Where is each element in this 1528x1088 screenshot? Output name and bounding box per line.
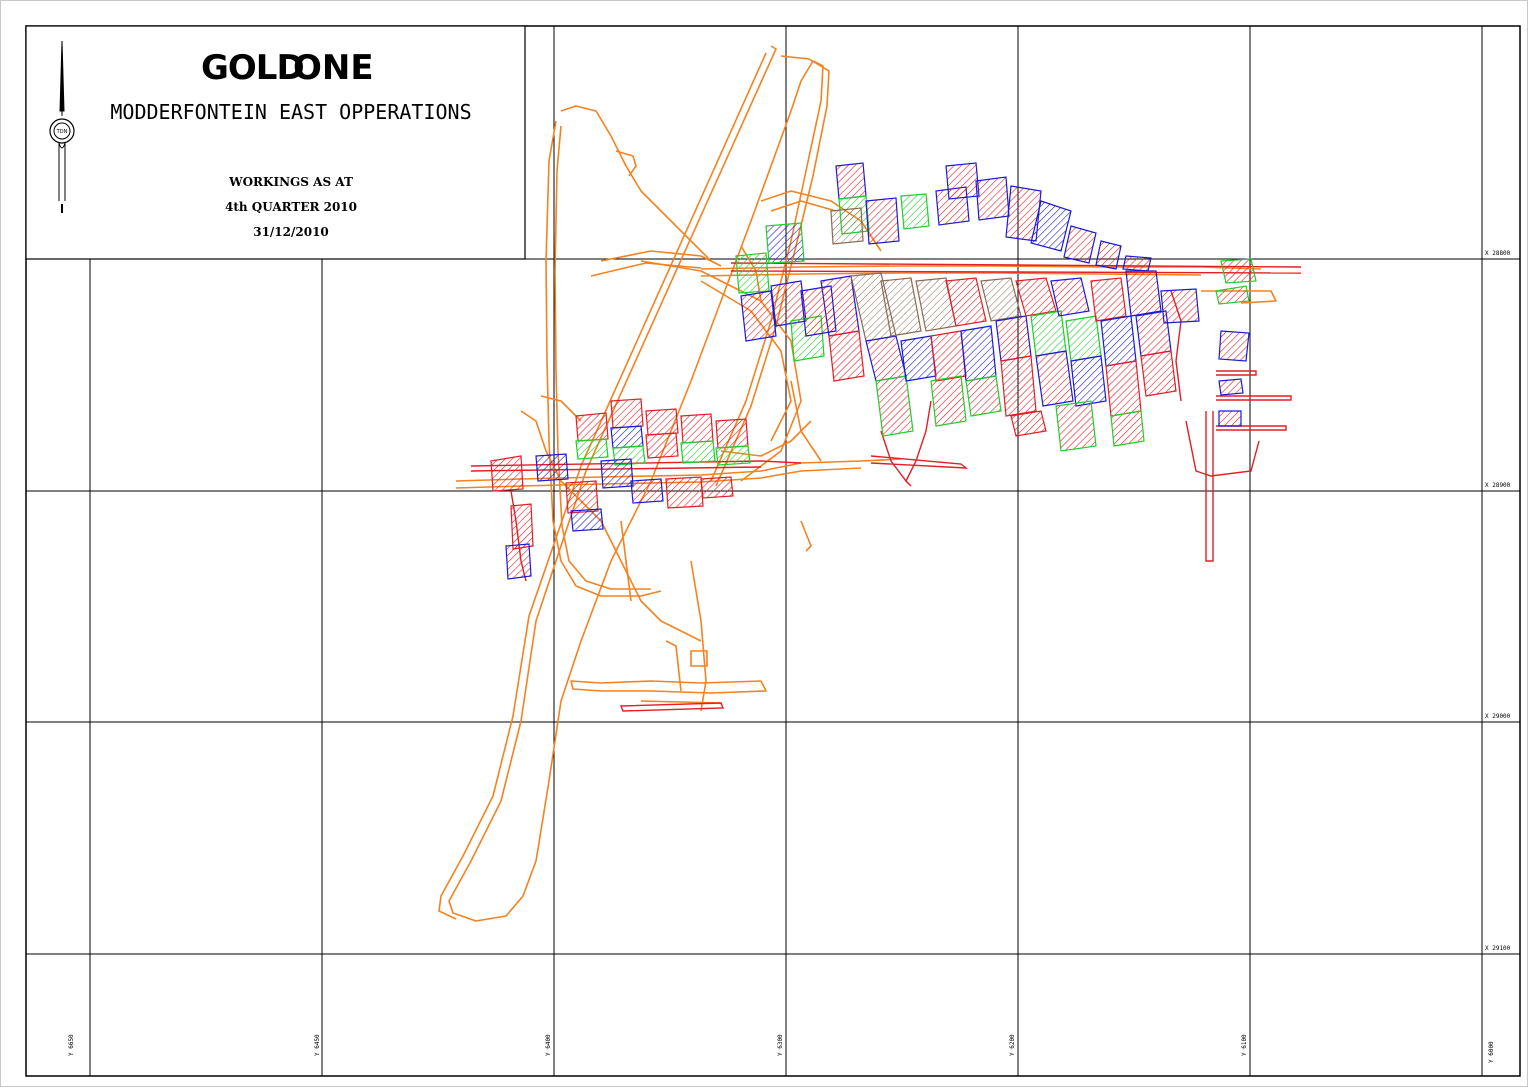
western-stopes xyxy=(490,398,751,580)
grid-label-y: Y 6100 xyxy=(1241,1034,1248,1056)
north-arrow-badge: TDN xyxy=(56,129,68,135)
brand-logo-one: ONE xyxy=(293,48,374,88)
date-label: 31/12/2010 xyxy=(253,225,329,239)
grid-label-y: Y 6400 xyxy=(545,1034,552,1056)
grid-label-x: X 28900 xyxy=(1485,482,1511,489)
grid-label-y: Y 6300 xyxy=(777,1034,784,1056)
grid-label-y: Y 6000 xyxy=(1488,1041,1495,1063)
north-arrow-icon xyxy=(49,40,75,213)
grid-label-x: X 29000 xyxy=(1485,713,1511,720)
grid-label-x: X 28800 xyxy=(1485,250,1511,257)
grid-label-x: X 29100 xyxy=(1485,945,1511,952)
workings-label: WORKINGS AS AT xyxy=(228,175,353,189)
mine-name-title: MODDERFONTEIN EAST OPPERATIONS xyxy=(110,100,471,124)
sheet-border xyxy=(25,25,1521,1077)
quarter-label: 4th QUARTER 2010 xyxy=(225,200,357,214)
grid-label-y: Y 6450 xyxy=(314,1034,321,1056)
eastern-stopes xyxy=(735,162,1257,452)
grid-x-labels: X 28800 X 28900 X 29000 X 29100 xyxy=(1485,250,1511,952)
title-block: TDN GOLD ONE MODDERFONTEIN EAST OPPERATI… xyxy=(25,25,526,260)
brand-logo-gold: GOLD xyxy=(201,48,304,88)
grid-label-y: Y 6200 xyxy=(1009,1034,1016,1056)
stope-blocks xyxy=(490,162,1257,580)
grid-y-labels: Y 6650 Y 6450 Y 6400 Y 6300 Y 6200 Y 610… xyxy=(68,1034,1495,1063)
grid-label-y: Y 6650 xyxy=(68,1034,75,1056)
